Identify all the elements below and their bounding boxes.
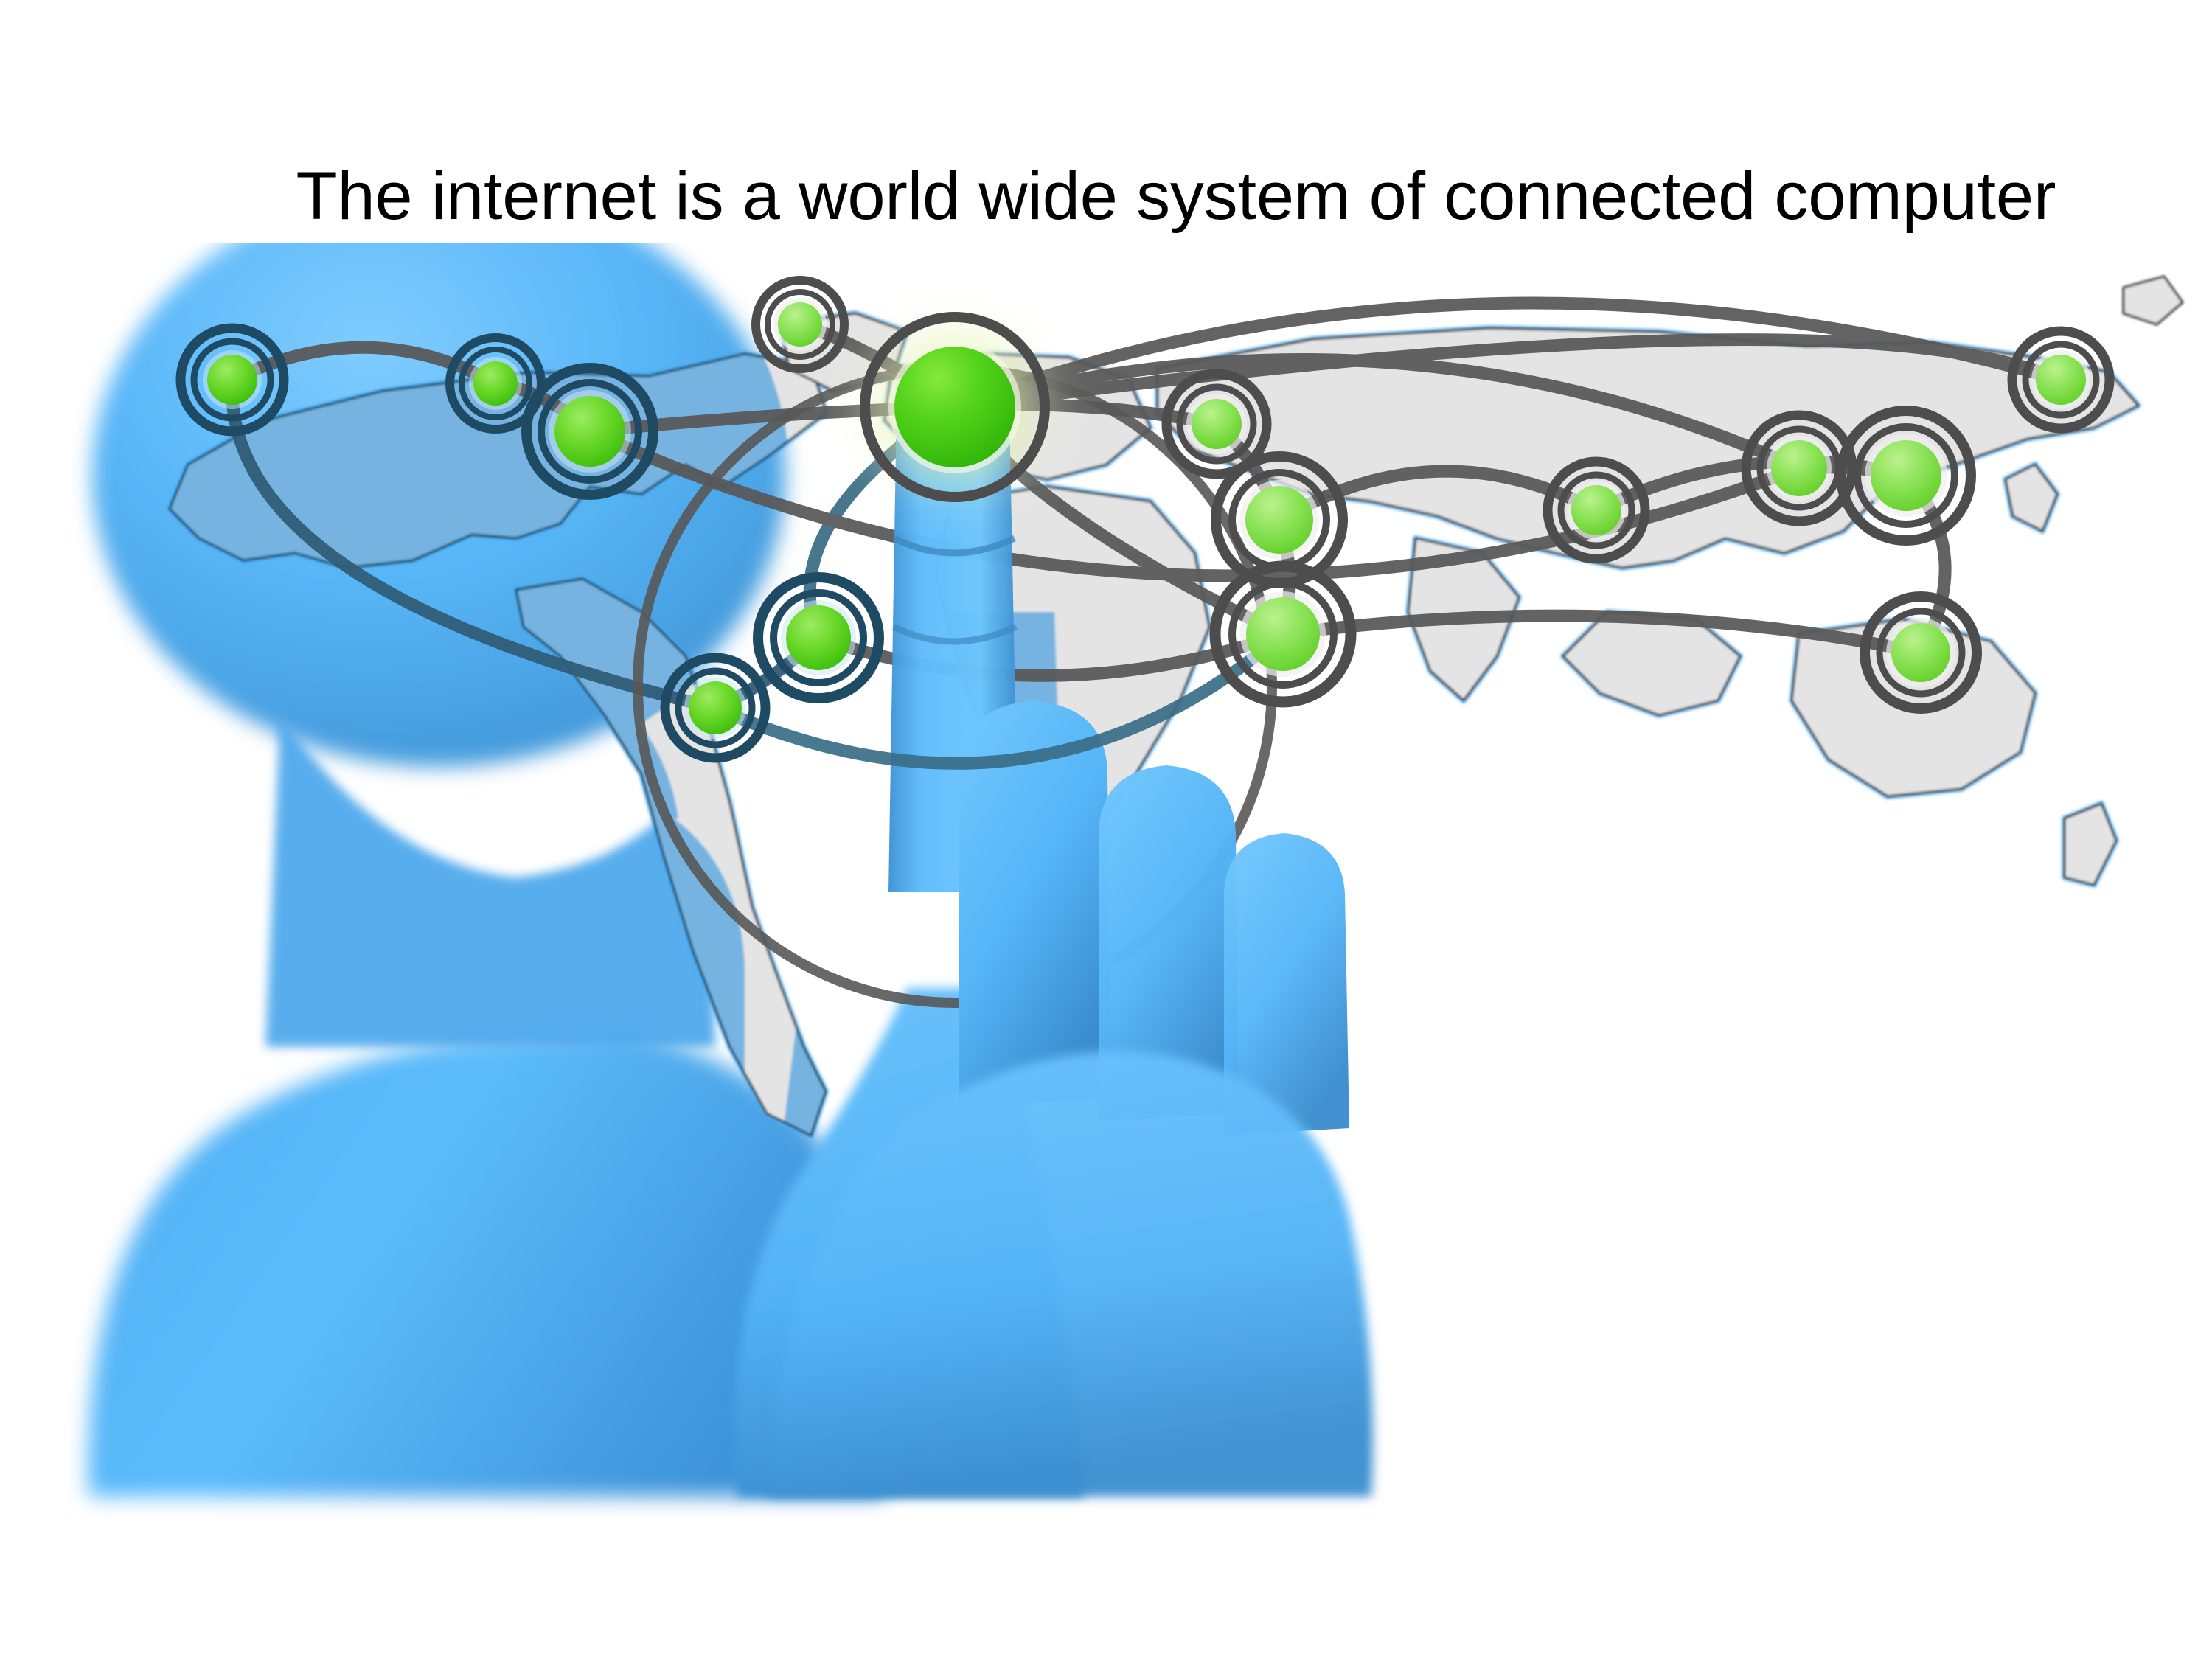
node-south-america[interactable] (753, 572, 884, 703)
node-central-asia[interactable] (1543, 456, 1650, 564)
figure-torso (88, 1032, 886, 1497)
node-australia[interactable] (1860, 591, 1982, 714)
node-china[interactable] (1836, 406, 1976, 546)
folded-fingers (959, 700, 1349, 1135)
node-middle-east[interactable] (1161, 369, 1272, 479)
node-north-america-west[interactable] (175, 323, 289, 437)
network-nodes (175, 276, 2115, 763)
link-front-n15-n12 (709, 627, 1290, 770)
node-hub-europe[interactable] (844, 304, 1065, 510)
node-greenland[interactable] (751, 276, 849, 373)
link-n1-n15 (226, 373, 722, 714)
node-east-asia[interactable] (1741, 410, 1857, 526)
title-line-1: The internet is a world wide system of c… (296, 158, 2056, 234)
node-south-east-asia[interactable] (1209, 560, 1357, 708)
node-north-atlantic[interactable] (521, 363, 658, 500)
node-south-pacific[interactable] (660, 653, 771, 763)
illustration-svg (88, 243, 2184, 1497)
link-n5-n11 (948, 296, 2067, 414)
node-far-east[interactable] (2007, 326, 2115, 434)
link-n12-n13 (1276, 609, 1927, 659)
network-illustration (0, 243, 2212, 1519)
palm (767, 1051, 1373, 1497)
figure-neck (265, 715, 715, 1047)
network-links-foreground (709, 627, 1290, 770)
